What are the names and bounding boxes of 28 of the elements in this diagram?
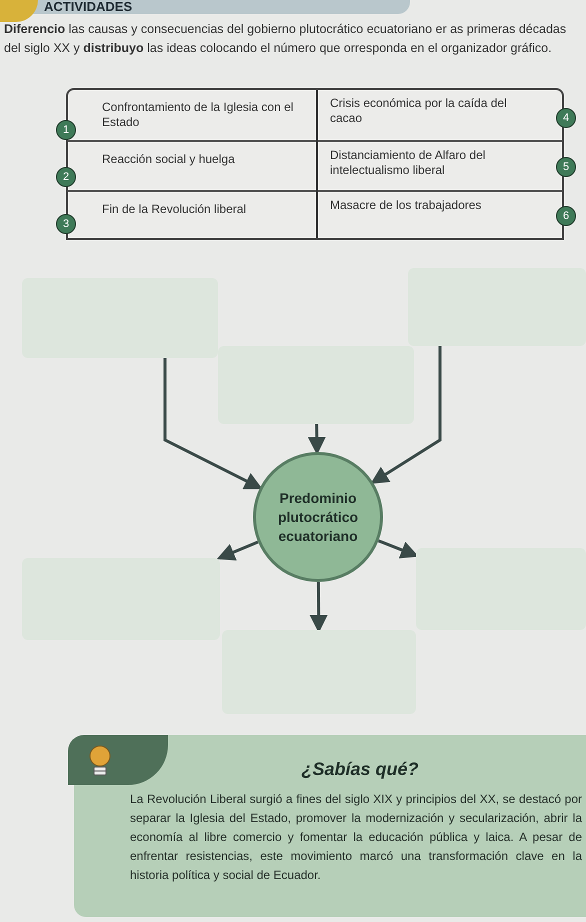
- table-cell-text: Masacre de los trabajadores: [330, 198, 482, 213]
- table-cell-text: Crisis económica por la caída del cacao: [330, 96, 508, 126]
- answer-box: [22, 278, 218, 358]
- instruction-text: Diferencio las causas y consecuencias del gobierno plutocrático ecuatoriano er as primeras décadas del siglo XX y distribuyo las ideas colocando el número que orresponda en el organizador gráfico.: [4, 21, 568, 57]
- number-badge: 2: [56, 167, 76, 187]
- table-cell-text: Reacción social y huelga: [102, 152, 236, 167]
- arrow: [310, 582, 328, 633]
- arrow: [308, 424, 326, 455]
- arrow: [370, 346, 442, 484]
- answer-box: [416, 548, 586, 630]
- section-heading: ACTIVIDADES: [44, 0, 132, 13]
- number-badge: 6: [556, 206, 576, 226]
- answer-box: [22, 558, 220, 640]
- panel-paragraph: La Revolución Liberal surgió a fines del siglo XIX y principios del XX, se destacó por separar la Iglesia del Estado, promover la modernización y secularización, abrir la economía al libre comercio y fomentar la educación pública y laica. A pesar de enfrentar resistencias, este movimiento marcó una transformación clave en la historia política y social de Ecuador.: [130, 791, 582, 884]
- number-badge: 5: [556, 157, 576, 177]
- center-text: Predominio plutocrático ecuatoriano: [276, 488, 360, 546]
- table-cell-text: Confrontamiento de la Iglesia con el Estado: [102, 100, 294, 130]
- answer-box: [218, 346, 414, 424]
- number-badge: 4: [556, 108, 576, 128]
- answer-box: [408, 268, 586, 346]
- number-badge: 1: [56, 120, 76, 140]
- answer-box: [222, 630, 416, 714]
- arrow: [164, 358, 263, 490]
- table-cell-text: Distanciamiento de Alfaro del intelectualismo liberal: [330, 148, 486, 178]
- number-badge: 3: [56, 214, 76, 234]
- arrow: [216, 540, 259, 561]
- table-cell-text: Fin de la Revolución liberal: [102, 202, 248, 217]
- panel-heading: ¿Sabías qué?: [300, 758, 420, 781]
